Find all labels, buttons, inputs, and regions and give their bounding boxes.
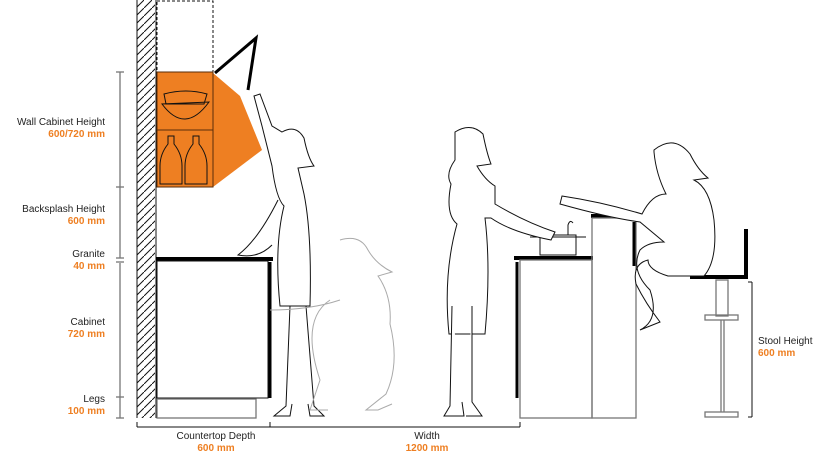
countertop-depth-label: Countertop Depth — [177, 431, 256, 442]
woman-crouching-figure — [269, 237, 395, 411]
cabinet-value: 720 mm — [68, 329, 105, 340]
legs-label: Legs — [83, 394, 105, 405]
pot-icon — [530, 234, 586, 256]
wall-cabinet — [156, 34, 262, 188]
base-cabinet — [156, 257, 273, 419]
countertop-depth-value: 600 mm — [197, 443, 234, 454]
width-value: 1200 mm — [406, 443, 449, 454]
wall — [136, 0, 157, 418]
bottle-icon — [159, 135, 183, 185]
woman-reaching-figure — [236, 93, 326, 417]
wall-cabinet-value: 600/720 mm — [48, 129, 105, 140]
height-dimension-bracket — [116, 71, 124, 419]
cabinet-label: Cabinet — [71, 317, 106, 328]
granite-label: Granite — [72, 249, 105, 260]
backsplash-value: 600 mm — [68, 216, 105, 227]
stool-height-label: Stool Height — [758, 336, 813, 347]
stool-height-value: 600 mm — [758, 348, 795, 359]
legs-value: 100 mm — [68, 406, 105, 417]
width-label: Width — [414, 431, 440, 442]
bowl-icon — [161, 90, 211, 120]
bottle-icon — [184, 135, 208, 185]
woman-cooking-figure — [443, 127, 556, 417]
wall-cabinet-label: Wall Cabinet Height — [17, 117, 105, 128]
granite-value: 40 mm — [73, 261, 105, 272]
backsplash-label: Backsplash Height — [22, 204, 105, 215]
stool-dimension-bracket — [748, 281, 753, 418]
width-dimension-bracket — [136, 422, 521, 428]
island-counter — [514, 214, 637, 419]
upper-cabinet-outline — [156, 0, 214, 73]
bar-stool — [690, 229, 748, 418]
woman-sitting-figure — [559, 142, 716, 331]
